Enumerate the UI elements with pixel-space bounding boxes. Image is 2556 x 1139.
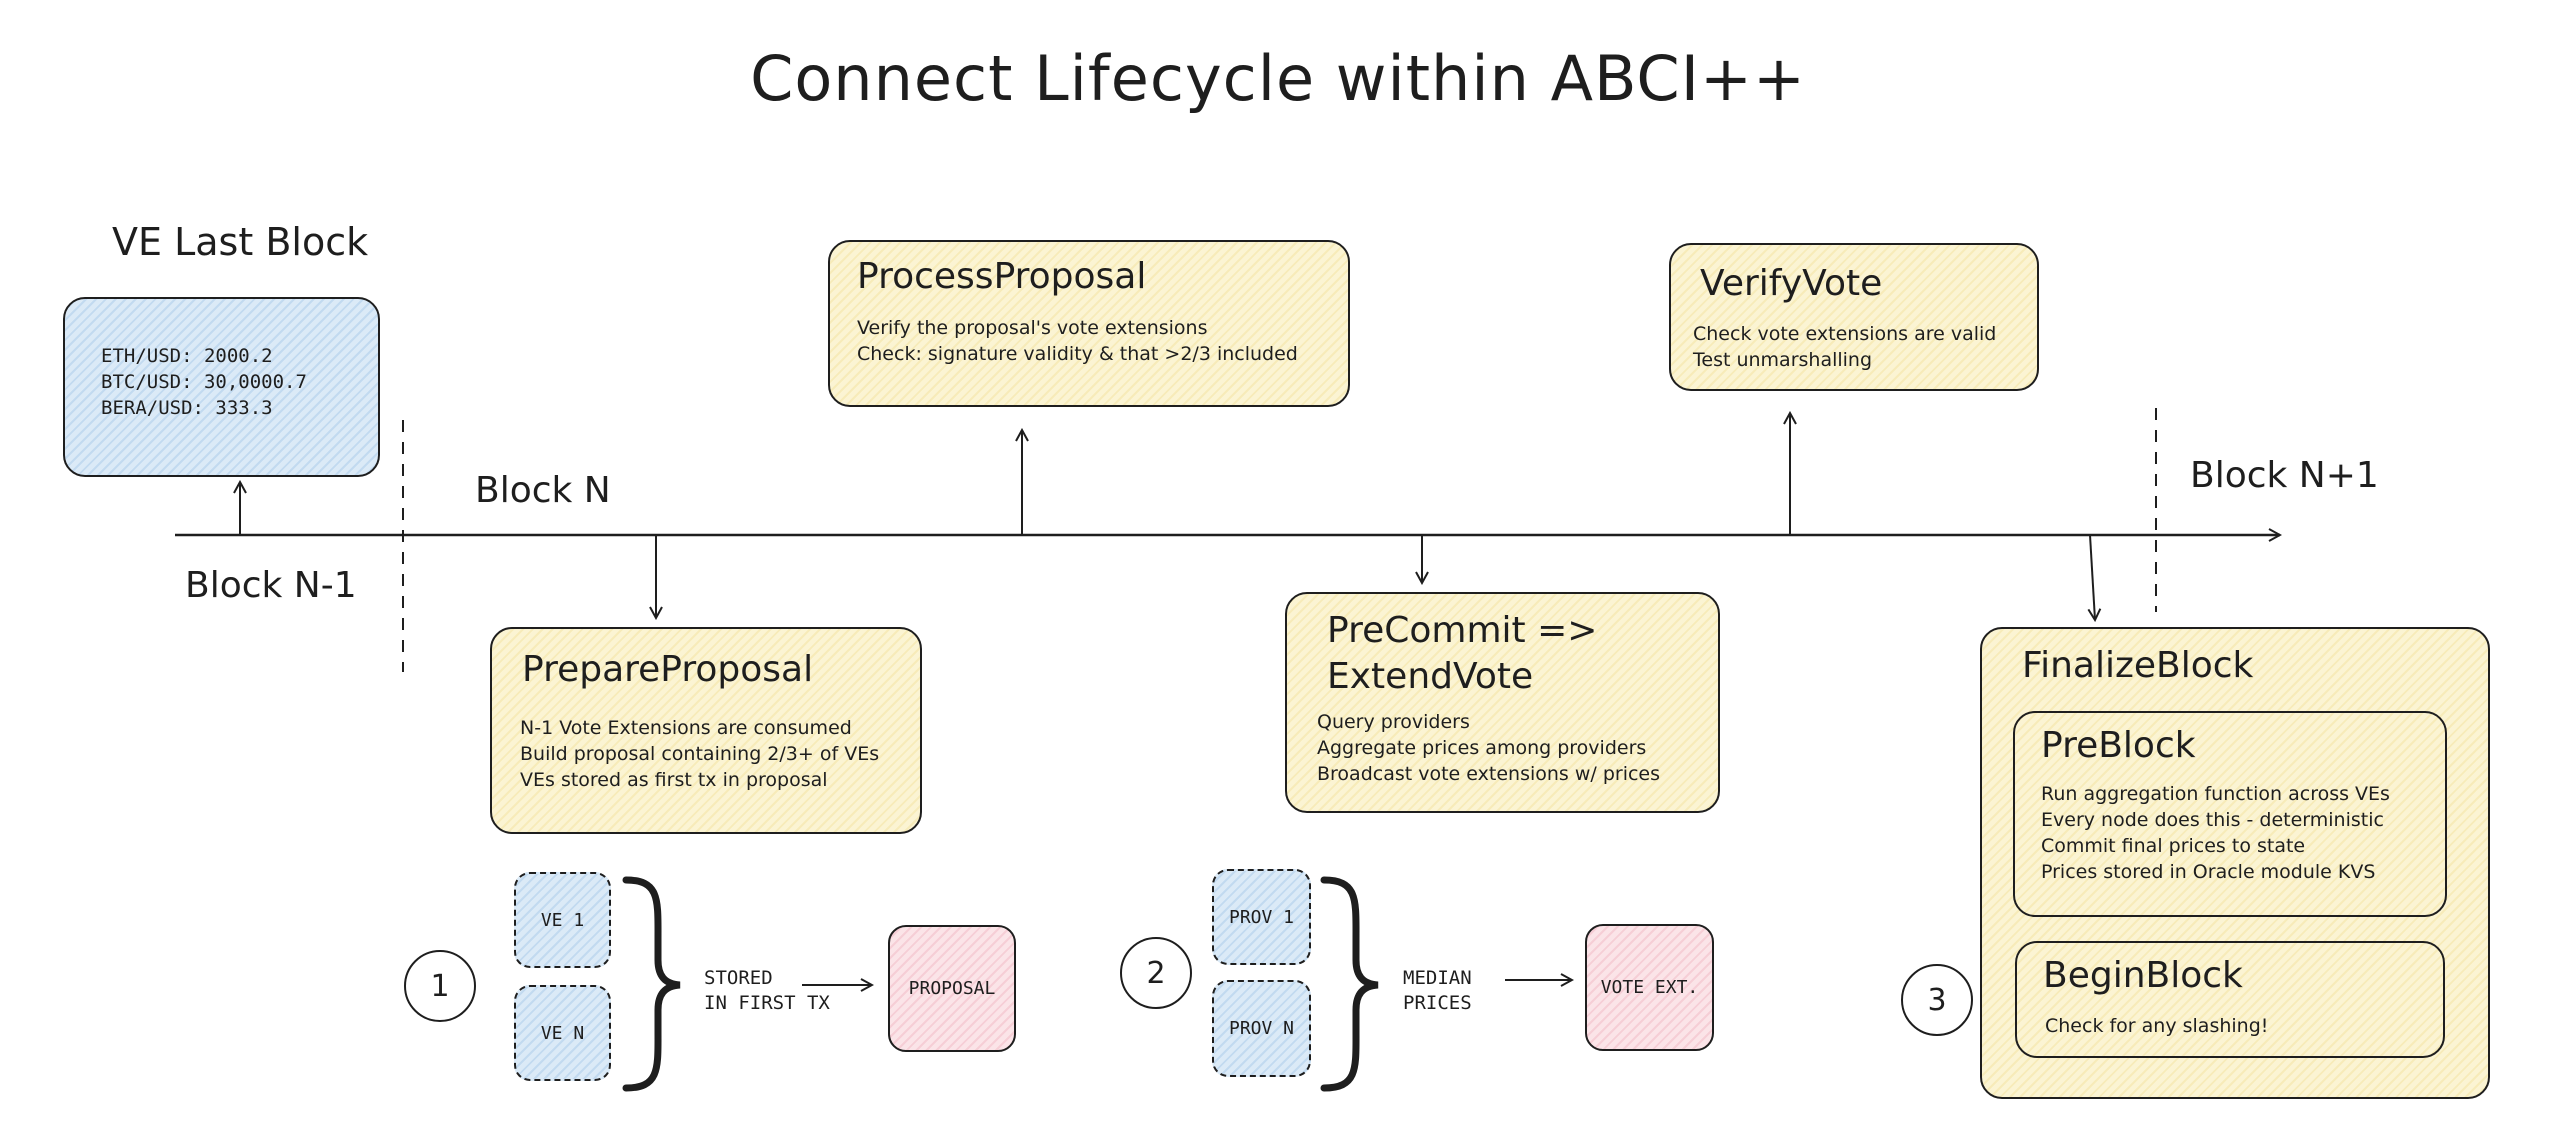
ve-last-block-heading: VE Last Block (112, 220, 369, 264)
proposal-box: PROPOSAL (888, 925, 1016, 1052)
process-proposal-lines: Verify the proposal's vote extensions Ch… (857, 315, 1298, 367)
verify-vote-box: VerifyVote Check vote extensions are val… (1669, 243, 2039, 391)
prepare-proposal-line: VEs stored as first tx in proposal (520, 769, 828, 791)
preblock-title: PreBlock (2041, 725, 2196, 766)
prepare-proposal-line: N-1 Vote Extensions are consumed (520, 717, 852, 739)
process-proposal-box: ProcessProposal Verify the proposal's vo… (828, 240, 1350, 407)
preblock-lines: Run aggregation function across VEs Ever… (2041, 781, 2390, 885)
precommit-line: Broadcast vote extensions w/ prices (1317, 763, 1661, 785)
beginblock-box: BeginBlock Check for any slashing! (2015, 941, 2445, 1058)
step2-caption: MEDIAN PRICES (1403, 966, 1472, 1016)
verify-vote-title: VerifyVote (1700, 263, 1883, 304)
verify-vote-lines: Check vote extensions are valid Test unm… (1693, 321, 1996, 373)
precommit-title-line: PreCommit => (1327, 610, 1598, 651)
preblock-line: Commit final prices to state (2041, 835, 2306, 857)
precommit-box: PreCommit => ExtendVote Query providers … (1285, 592, 1720, 813)
step1-caption-line: IN FIRST TX (704, 992, 830, 1014)
label-block-n-minus-1: Block N-1 (185, 565, 357, 606)
vote-ext-box: VOTE EXT. (1585, 924, 1714, 1051)
prepare-proposal-title: PrepareProposal (522, 649, 814, 690)
prepare-proposal-lines: N-1 Vote Extensions are consumed Build p… (520, 715, 879, 793)
step1-caption-line: STORED (704, 967, 773, 989)
precommit-line: Aggregate prices among providers (1317, 737, 1647, 759)
step-3-circle: 3 (1901, 964, 1973, 1036)
ve-price-btc: BTC/USD: 30,0000.7 (101, 371, 307, 393)
process-proposal-title: ProcessProposal (857, 256, 1147, 297)
prov-n-box: PROV N (1212, 980, 1311, 1077)
precommit-title: PreCommit => ExtendVote (1327, 608, 1597, 700)
preblock-box: PreBlock Run aggregation function across… (2013, 711, 2447, 917)
ve-1-box: VE 1 (514, 872, 611, 968)
diagram-title: Connect Lifecycle within ABCI++ (750, 42, 1806, 115)
ve-price-list: ETH/USD: 2000.2 BTC/USD: 30,0000.7 BERA/… (101, 343, 307, 421)
ve-price-eth: ETH/USD: 2000.2 (101, 345, 273, 367)
prov-1-box: PROV 1 (1212, 869, 1311, 965)
step2-caption-line: PRICES (1403, 992, 1472, 1014)
beginblock-title: BeginBlock (2043, 955, 2243, 996)
preblock-line: Every node does this - deterministic (2041, 809, 2384, 831)
beginblock-line: Check for any slashing! (2045, 1015, 2269, 1037)
finalize-block-title: FinalizeBlock (2022, 645, 2254, 686)
preblock-line: Prices stored in Oracle module KVS (2041, 861, 2376, 883)
label-block-n-plus-1: Block N+1 (2190, 455, 2379, 496)
ve-n-box: VE N (514, 985, 611, 1081)
process-proposal-line: Check: signature validity & that >2/3 in… (857, 343, 1298, 365)
precommit-lines: Query providers Aggregate prices among p… (1317, 709, 1660, 787)
brace-step2 (1320, 876, 1379, 1092)
brace-step1 (622, 876, 681, 1092)
label-block-n: Block N (475, 470, 611, 511)
preblock-line: Run aggregation function across VEs (2041, 783, 2390, 805)
ve-price-bera: BERA/USD: 333.3 (101, 397, 273, 419)
step1-caption: STORED IN FIRST TX (704, 966, 830, 1016)
process-proposal-line: Verify the proposal's vote extensions (857, 317, 1208, 339)
ve-last-block-box: ETH/USD: 2000.2 BTC/USD: 30,0000.7 BERA/… (63, 297, 380, 477)
prepare-proposal-box: PrepareProposal N-1 Vote Extensions are … (490, 627, 922, 834)
precommit-line: Query providers (1317, 711, 1470, 733)
arrow-to-finalize-block (2090, 534, 2095, 620)
verify-vote-line: Test unmarshalling (1693, 349, 1873, 371)
beginblock-lines: Check for any slashing! (2045, 1013, 2268, 1039)
step2-caption-line: MEDIAN (1403, 967, 1472, 989)
finalize-block-box: FinalizeBlock PreBlock Run aggregation f… (1980, 627, 2490, 1099)
extendvote-title-line: ExtendVote (1327, 656, 1534, 697)
step-2-circle: 2 (1120, 937, 1192, 1009)
step-1-circle: 1 (404, 950, 476, 1022)
prepare-proposal-line: Build proposal containing 2/3+ of VEs (520, 743, 880, 765)
verify-vote-line: Check vote extensions are valid (1693, 323, 1997, 345)
